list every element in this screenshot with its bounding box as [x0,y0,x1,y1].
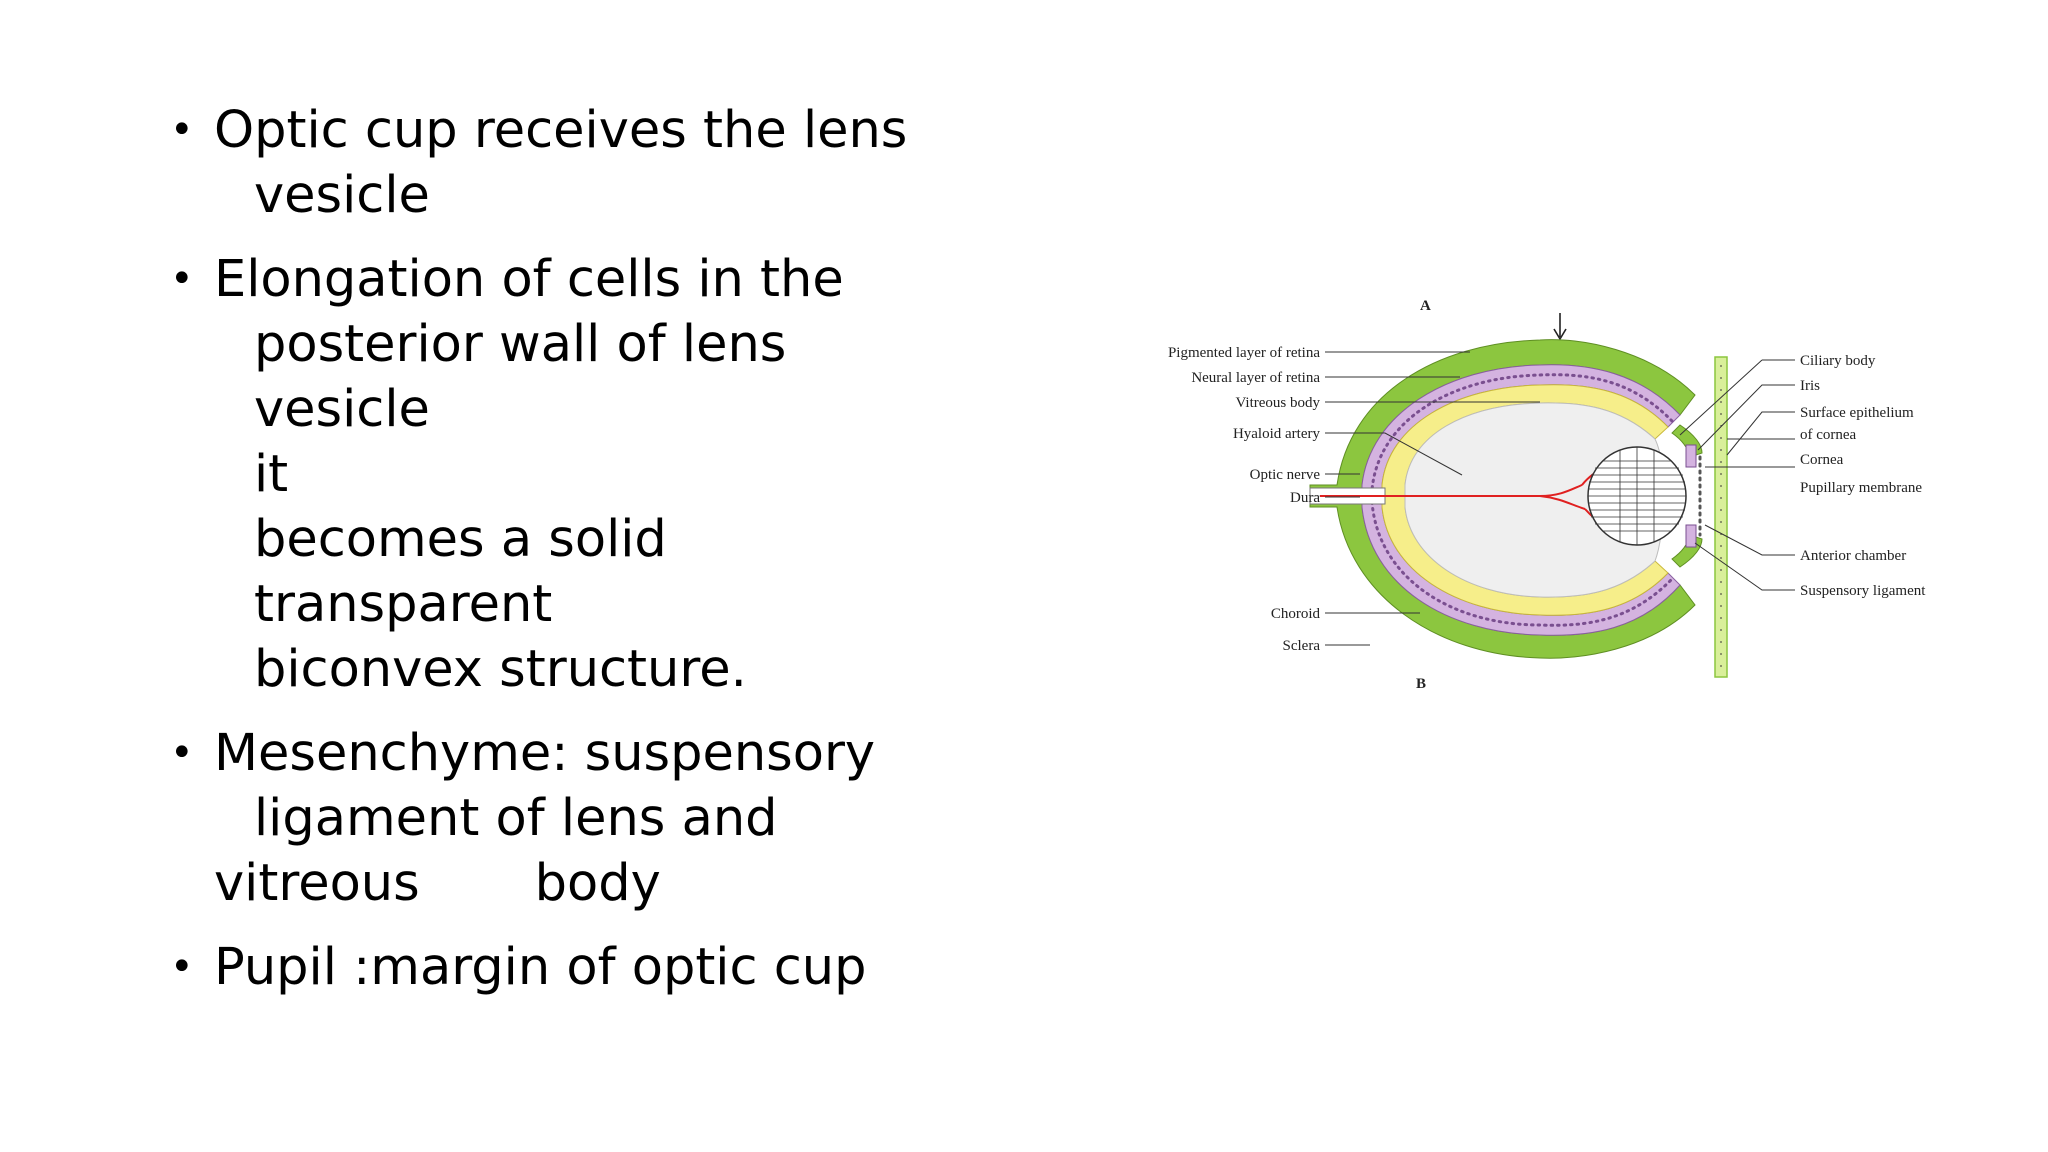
label-anterior-chamber: Anterior chamber [1800,548,1906,564]
bullet-dot: • [170,944,194,990]
bullet-text: ligament of lens and [254,789,778,848]
bullet-text: Pupil :margin of optic cup [214,938,867,997]
bullet-text: vesicle [254,166,430,225]
vitreous-body [1404,402,1665,598]
label-surface-epithelium: Surface epithelium [1800,405,1914,421]
bullet-dot: • [170,730,194,776]
label-pupillary-membrane: Pupillary membrane [1800,480,1922,496]
lens [1587,446,1687,546]
hyaloid-artery [1320,466,1606,526]
bullet-item: • Mesenchyme: suspensory ligament of len… [170,721,970,916]
bullet-dot: • [170,256,194,302]
label-iris: Iris [1800,378,1820,394]
label-surface-epithelium-2: of cornea [1800,427,1857,443]
label-sclera: Sclera [1283,638,1321,654]
bullet-text: biconvex structure. [254,640,747,699]
bullet-list: • Optic cup receives the lens vesicle • … [170,98,970,1000]
iris-ciliary [1671,424,1703,568]
label-choroid: Choroid [1271,606,1321,622]
bullet-dot: • [170,107,194,153]
label-neural-layer: Neural layer of retina [1191,370,1320,386]
bullet-text: body [534,854,661,913]
left-leader-lines [1325,351,1540,646]
bullet-text: posterior wall of lens vesicle [254,315,787,439]
label-pigmented-layer: Pigmented layer of retina [1168,345,1320,361]
label-vitreous-body: Vitreous body [1235,395,1320,411]
cornea-band [1714,356,1728,678]
label-dura: Dura [1290,490,1320,506]
bullet-item: • Elongation of cells in the posterior w… [170,247,970,702]
bullet-text-row: vitreous body [214,851,970,916]
label-suspensory-ligament: Suspensory ligament [1800,583,1926,599]
label-ciliary-body: Ciliary body [1800,353,1876,369]
label-b: B [1416,676,1426,692]
down-arrow-icon [1553,313,1567,341]
label-a: A [1420,298,1431,314]
bullet-text: Mesenchyme: suspensory [214,724,876,783]
bullet-text: becomes a solid transparent [254,510,667,634]
label-cornea: Cornea [1800,452,1844,468]
bullet-item: • Pupil :margin of optic cup [170,935,970,1000]
label-optic-nerve: Optic nerve [1250,467,1321,483]
bullet-item: • Optic cup receives the lens vesicle [170,98,970,228]
bullet-text: Optic cup receives the lens [214,101,908,160]
bullet-text: vitreous [214,854,420,913]
eye-development-diagram: A B [1168,298,1926,692]
bullet-text: Elongation of cells in the [214,250,844,309]
bullet-text: it [254,445,289,504]
label-hyaloid-artery: Hyaloid artery [1233,426,1321,442]
right-leader-lines [1679,359,1795,591]
